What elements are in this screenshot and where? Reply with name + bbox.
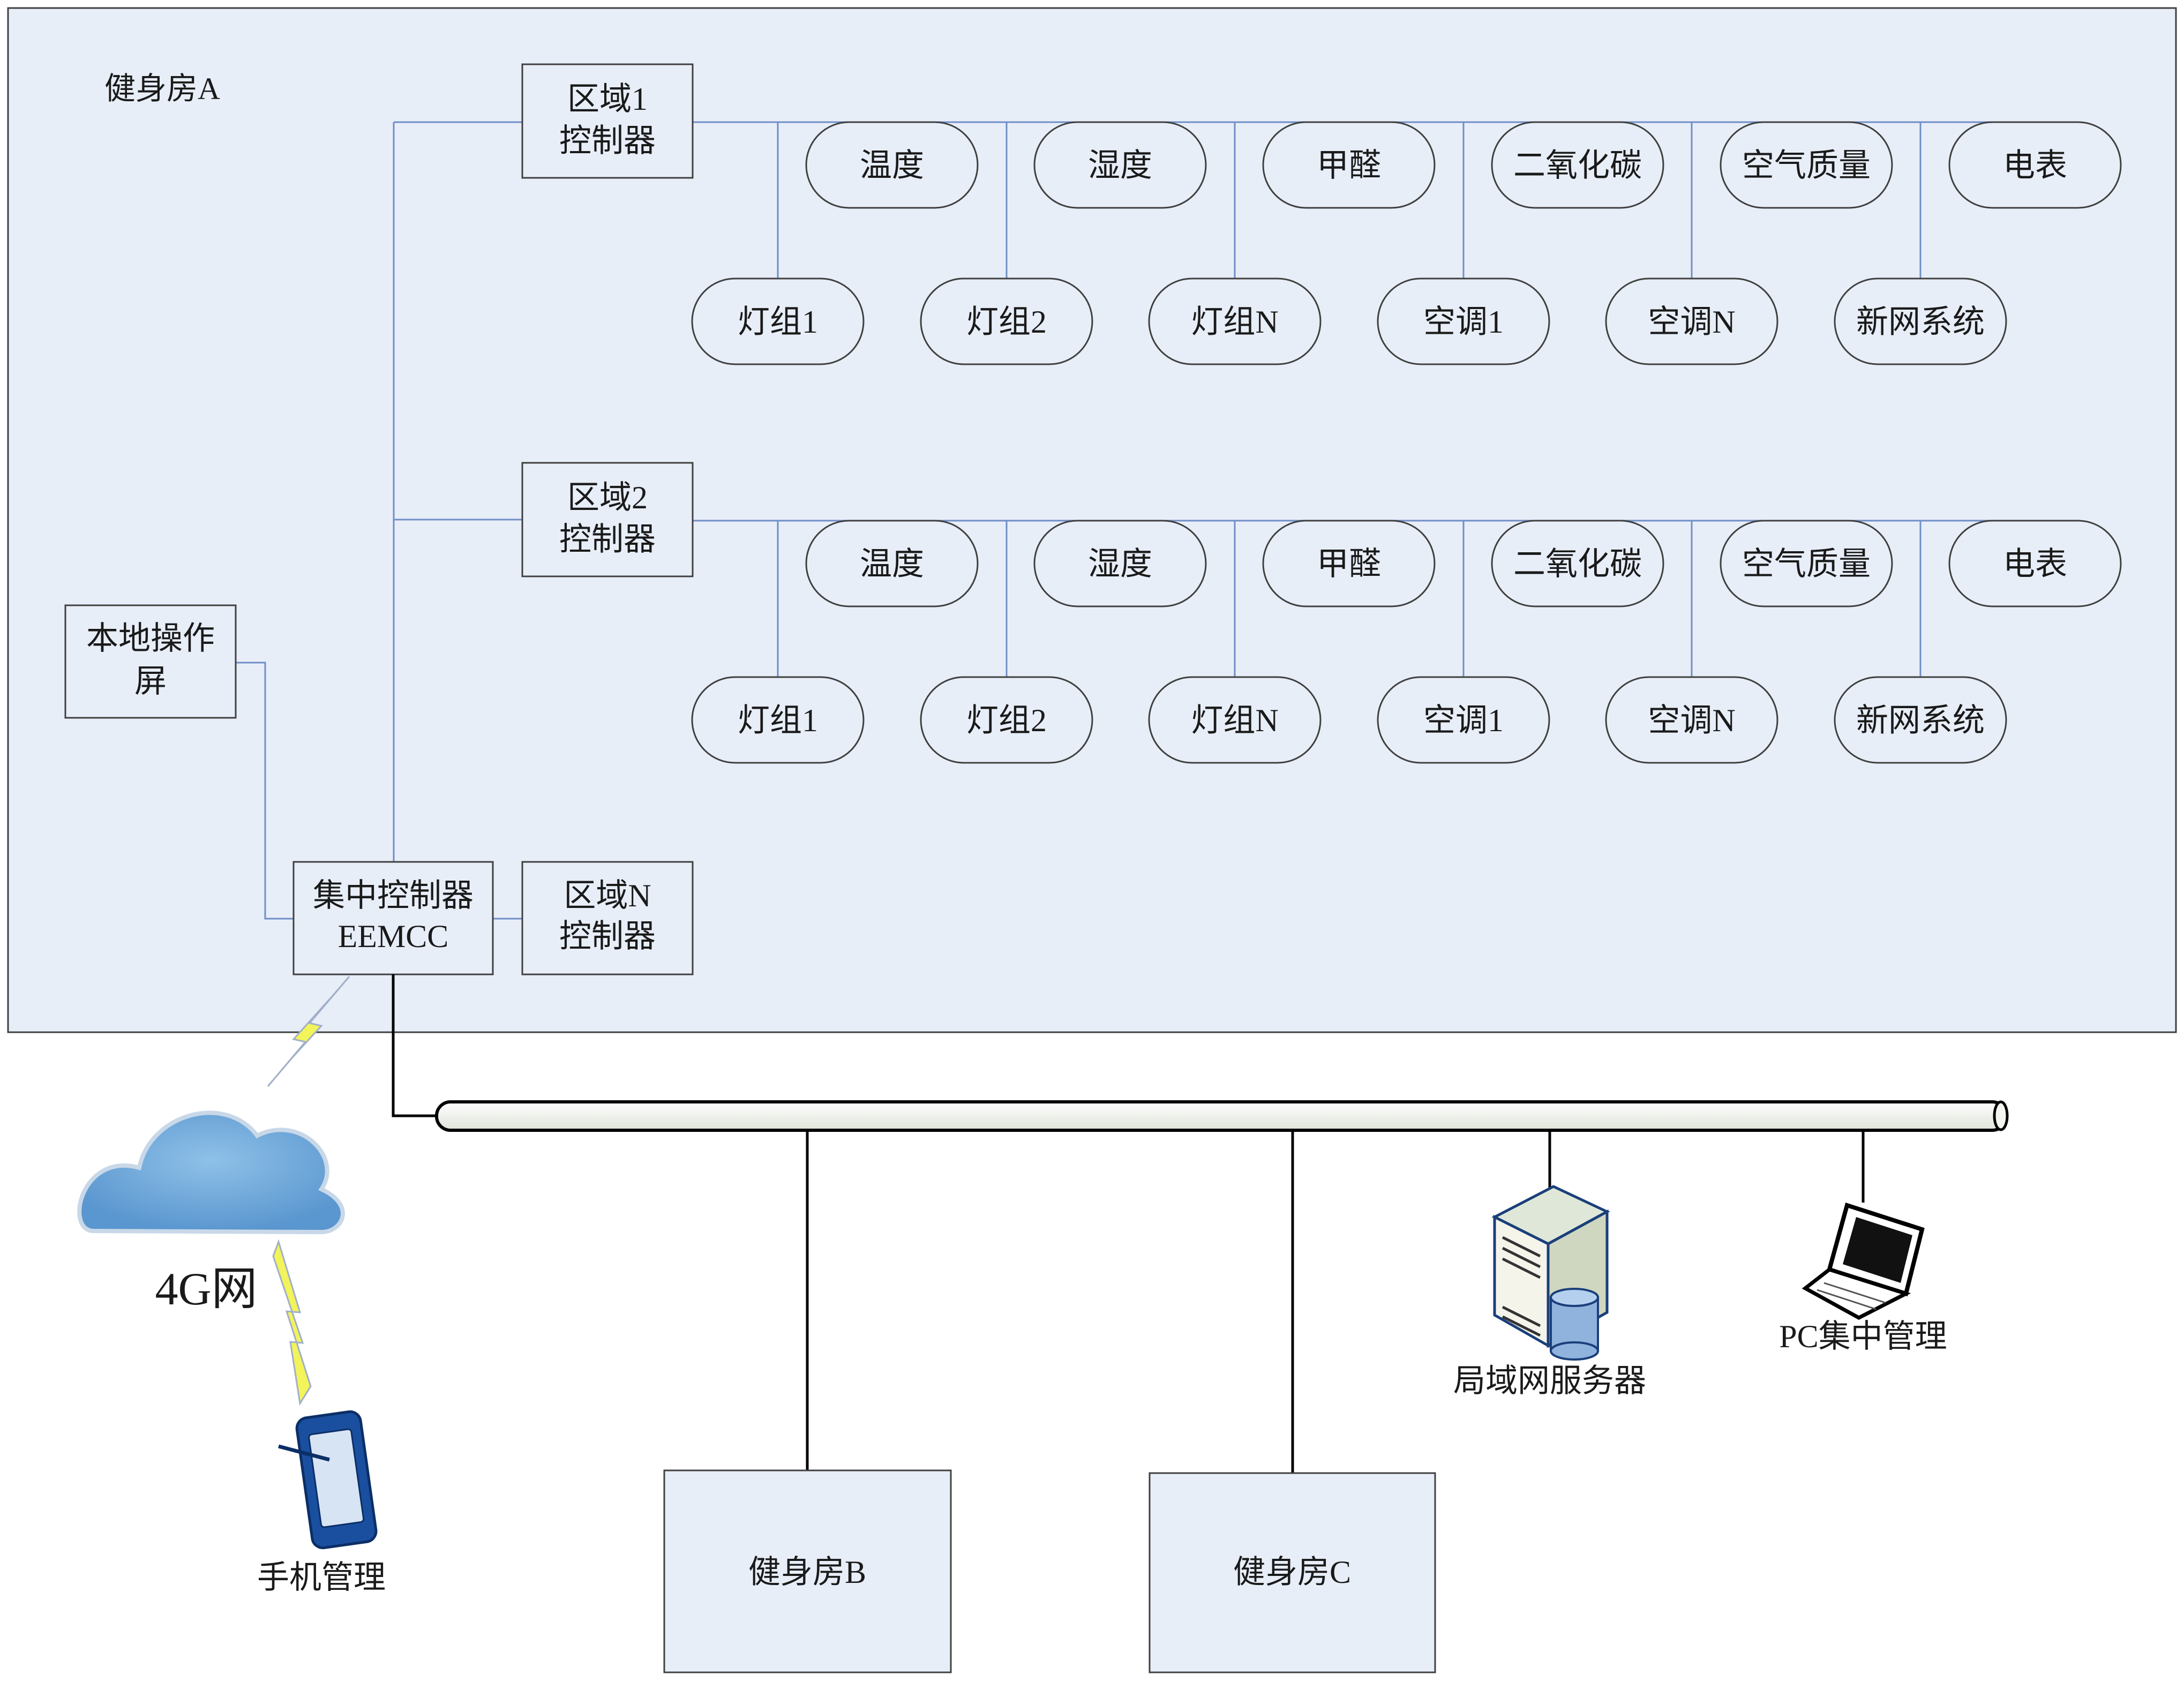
local-screen: 本地操作 屏 bbox=[64, 604, 237, 719]
zone-2-actuator-2-label: 灯组2 bbox=[966, 703, 1047, 738]
zone-2-actuator-4-node bbox=[1377, 676, 1550, 764]
laptop-icon bbox=[1802, 1202, 1925, 1320]
zone-n-label-1: 区域N bbox=[564, 878, 651, 913]
zone-1-sensor-4-label: 二氧化碳 bbox=[1513, 148, 1642, 183]
zone-1-actuator-3-node bbox=[1148, 277, 1322, 365]
zone-n-label-2: 控制器 bbox=[559, 919, 656, 954]
central-controller: 集中控制器 EEMCC bbox=[292, 861, 494, 975]
local-screen-label-1: 本地操作 bbox=[86, 621, 215, 656]
zone-2-sensor-1-label: 温度 bbox=[860, 546, 924, 582]
trunk-line bbox=[393, 121, 522, 863]
zone-1-sensor-6-label: 电表 bbox=[2003, 148, 2067, 183]
zone-1-sensor-4-node bbox=[1491, 121, 1664, 209]
zone-1-sensor-1-label: 温度 bbox=[860, 148, 924, 183]
zone-2-sensor-5-node bbox=[1720, 520, 1893, 607]
zone-2-actuator-5-node bbox=[1605, 676, 1778, 764]
gym-c-label: 健身房C bbox=[1233, 1555, 1351, 1590]
zone-2-sensor-2-label: 湿度 bbox=[1088, 546, 1152, 582]
zone-2-actuator-3-node bbox=[1148, 676, 1322, 764]
zone-1-actuator-4-label: 空调1 bbox=[1423, 304, 1504, 340]
zone-1-sensor-5-label: 空气质量 bbox=[1742, 148, 1871, 183]
zone-2-actuator-4-label: 空调1 bbox=[1423, 703, 1504, 738]
zone-2-sensor-4-label: 二氧化碳 bbox=[1513, 546, 1642, 582]
zone-2-sensor-1-node bbox=[805, 520, 979, 607]
zone-2-sensor-3-node bbox=[1262, 520, 1436, 607]
zone-2-actuator-1-label: 灯组1 bbox=[738, 703, 818, 738]
local-screen-link bbox=[236, 662, 294, 920]
zone-2-sensor-6-label: 电表 bbox=[2003, 546, 2067, 582]
zone-2-sensor-3-label: 甲醛 bbox=[1317, 546, 1381, 582]
cloud-icon bbox=[77, 1110, 345, 1235]
zone-2-actuator-5-label: 空调N bbox=[1648, 703, 1735, 738]
zone-2-sensor-2-node bbox=[1033, 520, 1207, 607]
zone-2-sensor-6-node bbox=[1948, 520, 2122, 607]
gym-b-label: 健身房B bbox=[748, 1555, 866, 1590]
zone-1-actuator-1-node bbox=[691, 277, 865, 365]
phone-icon bbox=[278, 1410, 378, 1550]
zone-1-controller-box bbox=[521, 63, 694, 179]
zone-2-controller-label: 控制器 bbox=[559, 522, 656, 557]
zone-2-actuator-6-node bbox=[1834, 676, 2007, 764]
zone-2-controller-box bbox=[521, 462, 694, 577]
server-icon bbox=[1491, 1185, 1610, 1361]
zone-2-sensor-5-label: 空气质量 bbox=[1742, 546, 1871, 582]
local-screen-label-2: 屏 bbox=[134, 664, 167, 699]
zone-1-sensor-6-node bbox=[1948, 121, 2122, 209]
zone-1-sensor-1-node bbox=[805, 121, 979, 209]
phone-label: 手机管理 bbox=[257, 1560, 386, 1595]
zone-2-actuator-1-node bbox=[691, 676, 865, 764]
gym-a-title: 健身房A bbox=[104, 71, 220, 106]
pc-label: PC集中管理 bbox=[1779, 1319, 1947, 1354]
gym-b: 健身房B bbox=[663, 1469, 952, 1673]
zone-1-sensor-3-node bbox=[1262, 121, 1436, 209]
zone-1-controller-label: 控制器 bbox=[559, 123, 656, 159]
zone-1-actuator-1-label: 灯组1 bbox=[738, 304, 818, 340]
lightning-icon-lower bbox=[272, 1239, 312, 1406]
server-label: 局域网服务器 bbox=[1453, 1363, 1646, 1399]
zone-1-actuator-4-node bbox=[1377, 277, 1550, 365]
zone-1-controller-label: 区域1 bbox=[567, 81, 648, 117]
central-label-2: EEMCC bbox=[338, 919, 449, 954]
zone-1-sensor-3-label: 甲醛 bbox=[1317, 148, 1381, 183]
zone-1-actuator-6-label: 新网系统 bbox=[1856, 304, 1985, 340]
central-to-bus-link bbox=[392, 974, 437, 1117]
zone-n-controller: 区域N 控制器 bbox=[521, 861, 694, 975]
gym-c: 健身房C bbox=[1149, 1472, 1436, 1673]
zone-2-controller-label: 区域2 bbox=[567, 480, 648, 515]
zone-1-actuator-2-node bbox=[920, 277, 1093, 365]
zone-2-actuator-6-label: 新网系统 bbox=[1856, 703, 1985, 738]
central-label-1: 集中控制器 bbox=[313, 878, 474, 913]
zone-1-actuator-2-label: 灯组2 bbox=[966, 304, 1047, 340]
zone-2-actuator-2-node bbox=[920, 676, 1093, 764]
zone-1-actuator-6-node bbox=[1834, 277, 2007, 365]
zone-1-sensor-5-node bbox=[1720, 121, 1893, 209]
zone-1-actuator-5-node bbox=[1605, 277, 1778, 365]
zone-1-actuator-5-label: 空调N bbox=[1648, 304, 1735, 340]
zone-2-actuator-3-label: 灯组N bbox=[1191, 703, 1278, 738]
zone-1-sensor-2-node bbox=[1033, 121, 1207, 209]
lightning-icon-upper bbox=[267, 976, 350, 1087]
zone-1-sensor-2-label: 湿度 bbox=[1088, 148, 1152, 183]
zone-2-sensor-4-node bbox=[1491, 520, 1664, 607]
zone-1-actuator-3-label: 灯组N bbox=[1191, 304, 1278, 340]
cloud-label: 4G网 bbox=[155, 1263, 257, 1315]
ethernet-bus bbox=[435, 1100, 2009, 1132]
